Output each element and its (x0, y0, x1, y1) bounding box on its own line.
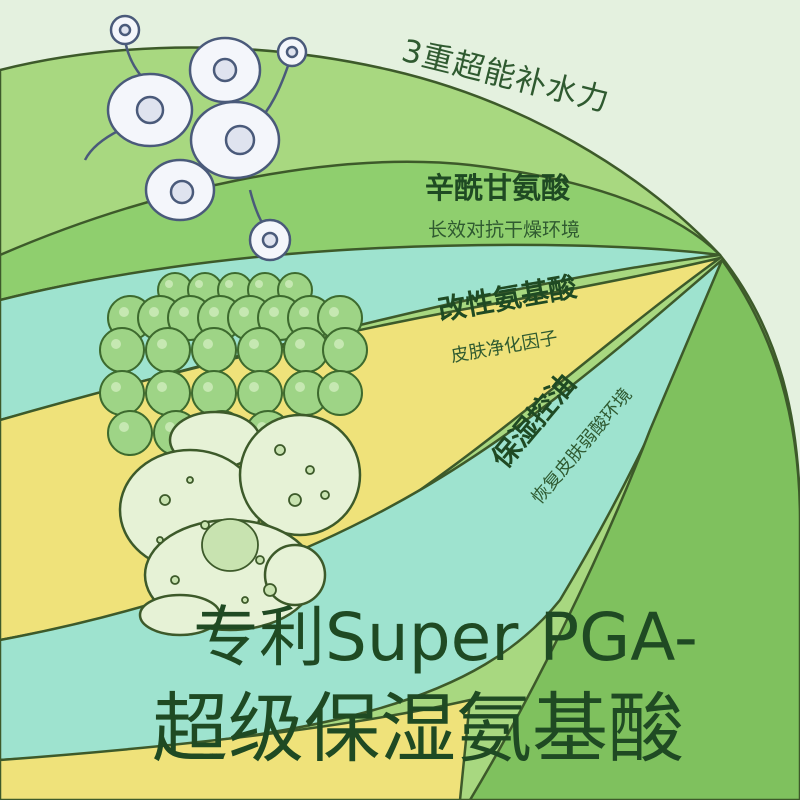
bead-highlight (239, 307, 249, 317)
bead (317, 370, 363, 416)
bubble-cluster (118, 410, 362, 637)
bead (99, 327, 145, 373)
bead (107, 410, 153, 456)
bead (237, 370, 283, 416)
bead-highlight (295, 382, 305, 392)
bead-highlight (269, 307, 279, 317)
bead (191, 370, 237, 416)
bead-highlight (111, 382, 121, 392)
headline-line-2: 超级保湿氨基酸 (152, 684, 684, 773)
bead-highlight (203, 339, 213, 349)
bead-highlight (165, 280, 173, 288)
leaf-band-bottom (0, 698, 472, 800)
bead (237, 327, 283, 373)
bead-highlight (249, 339, 259, 349)
leaf-band-right (468, 258, 800, 800)
bead-highlight (157, 339, 167, 349)
bead (145, 327, 191, 373)
bead-highlight (329, 307, 339, 317)
bead-highlight (209, 307, 219, 317)
feature-1-title: 辛酰甘氨酸 (425, 171, 571, 205)
bead-highlight (111, 339, 121, 349)
molecule-top (83, 14, 308, 262)
bead-highlight (119, 307, 129, 317)
bead (99, 370, 145, 416)
bead-highlight (179, 307, 189, 317)
bead-highlight (149, 307, 159, 317)
bead-highlight (299, 307, 309, 317)
bead-cluster (99, 272, 368, 456)
bead (145, 370, 191, 416)
bead-highlight (195, 280, 203, 288)
headline-line-1: 专利Super PGA- (193, 599, 698, 676)
bead (191, 327, 237, 373)
bead-highlight (157, 382, 167, 392)
bead-highlight (295, 339, 305, 349)
bead-highlight (249, 382, 259, 392)
bead-highlight (285, 280, 293, 288)
bead-highlight (334, 339, 344, 349)
bead-highlight (119, 422, 129, 432)
bead-highlight (203, 382, 213, 392)
bead-highlight (255, 280, 263, 288)
bead (283, 327, 329, 373)
bead (322, 327, 368, 373)
bead-highlight (225, 280, 233, 288)
bead-highlight (329, 382, 339, 392)
feature-1-subtitle: 长效对抗干燥环境 (428, 219, 580, 241)
